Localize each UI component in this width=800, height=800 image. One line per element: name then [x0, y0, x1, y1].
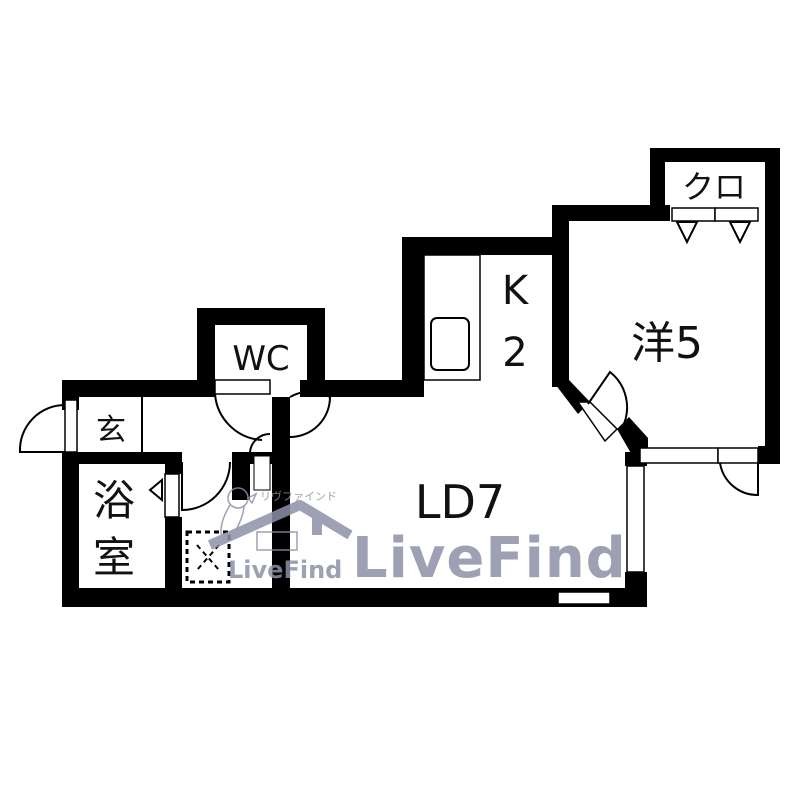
label-bathroom-line2: 室: [93, 533, 135, 582]
label-toilet: WC: [232, 339, 289, 379]
washing-machine-space: [185, 530, 231, 584]
label-bathroom-line1: 浴: [93, 476, 135, 525]
label-western-room: 洋5: [631, 318, 703, 369]
label-entrance: 玄: [96, 413, 126, 448]
room-labels: クロ K 2 洋5 WC 玄 浴 室 LD7: [93, 168, 746, 582]
owl-mascot-icon: [220, 487, 258, 540]
label-closet: クロ: [682, 168, 746, 206]
livefind-watermark: リヴファインド LiveFind LiveFind: [207, 487, 627, 591]
house-roof-icon: [207, 500, 353, 550]
fixtures: [141, 221, 752, 584]
watermark-brand: LiveFind: [352, 526, 627, 591]
windows: [64, 207, 759, 605]
door-swings: [18, 370, 759, 512]
watermark-kana: リヴファインド: [260, 489, 337, 503]
walls: [62, 148, 780, 607]
watermark-small-brand: LiveFind: [228, 556, 342, 584]
label-kitchen-size: 2: [502, 330, 527, 376]
label-kitchen-k: K: [502, 268, 530, 314]
label-living-dining: LD7: [415, 475, 505, 529]
sink-icon: [430, 317, 470, 371]
